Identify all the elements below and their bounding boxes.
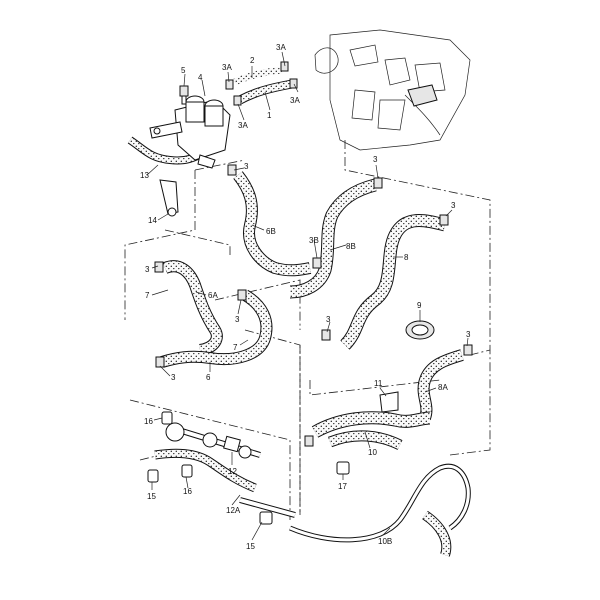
- callout-3b: 3B: [309, 236, 319, 245]
- callout-15: 15: [147, 492, 156, 501]
- callout-8b: 8B: [346, 242, 356, 251]
- callout-3: 3: [326, 315, 331, 324]
- callout-15: 15: [246, 542, 255, 551]
- callout-10: 10: [368, 448, 377, 457]
- callout-3a: 3A: [238, 121, 248, 130]
- valve-assembly-4: [149, 95, 231, 169]
- callout-4: 4: [198, 73, 203, 82]
- components: [147, 61, 473, 525]
- plug-16-a: [161, 411, 173, 425]
- callout-11: 11: [374, 379, 383, 388]
- callout-3: 3: [145, 265, 150, 274]
- callout-8a: 8A: [438, 383, 448, 392]
- callout-10b: 10B: [378, 537, 392, 546]
- callout-3a: 3A: [290, 96, 300, 105]
- plug-15-a: [147, 469, 159, 483]
- callout-7: 7: [233, 343, 238, 352]
- gasket-9: [405, 320, 435, 340]
- callout-3: 3: [235, 315, 240, 324]
- callout-3a: 3A: [276, 43, 286, 52]
- callout-6: 6: [206, 373, 211, 382]
- plug-17: [336, 461, 350, 475]
- callout-3: 3: [244, 162, 249, 171]
- callout-9: 9: [417, 301, 422, 310]
- leader-lines: [146, 51, 469, 541]
- plug-15-b: [259, 511, 273, 525]
- callout-16: 16: [144, 417, 153, 426]
- bracket-14: [159, 179, 179, 217]
- callout-14: 14: [148, 216, 157, 225]
- plug-16-b: [181, 464, 193, 478]
- callout-3: 3: [373, 155, 378, 164]
- callout-7: 7: [145, 291, 150, 300]
- callout-12: 12: [228, 467, 237, 476]
- rigid-pipes: [171, 425, 471, 557]
- callout-3: 3: [466, 330, 471, 339]
- callout-labels: 1 2 3A 3A 3A 3A 4 5 3 3 3 3 3 3 3 3 13 1…: [140, 43, 471, 551]
- hose-clamps: [154, 61, 473, 447]
- callout-17: 17: [338, 482, 347, 491]
- clip-11: [379, 391, 399, 413]
- callout-3a: 3A: [222, 63, 232, 72]
- callout-3: 3: [451, 201, 456, 210]
- callout-16: 16: [183, 487, 192, 496]
- callout-2: 2: [250, 56, 255, 65]
- engine-block-outline: [314, 29, 471, 151]
- callout-5: 5: [181, 66, 186, 75]
- callout-1: 1: [267, 111, 272, 120]
- callout-13: 13: [140, 171, 149, 180]
- callout-3: 3: [171, 373, 176, 382]
- callout-12a: 12A: [226, 506, 241, 515]
- fitting-12: [165, 422, 252, 459]
- callout-6a: 6A: [208, 291, 218, 300]
- assembly-boundaries: [124, 140, 491, 520]
- hoses: [127, 66, 464, 493]
- callout-8: 8: [404, 253, 409, 262]
- callout-6b: 6B: [266, 227, 276, 236]
